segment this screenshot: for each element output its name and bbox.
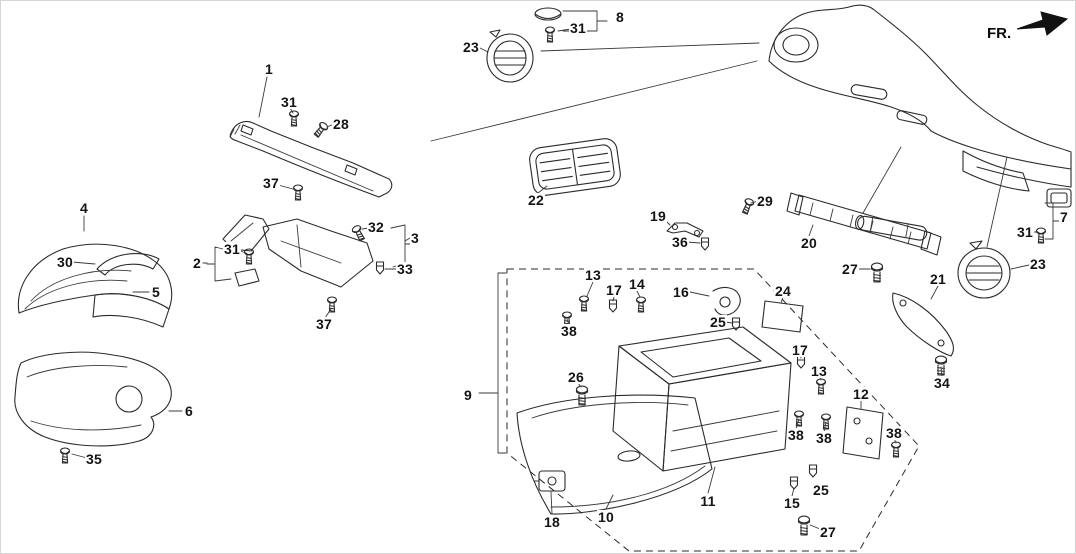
callout-29: 29 bbox=[756, 193, 774, 209]
callout-37: 37 bbox=[262, 175, 280, 191]
callout-12: 12 bbox=[852, 386, 870, 402]
callout-28: 28 bbox=[332, 116, 350, 132]
part-19-bracket bbox=[666, 197, 756, 251]
callout-32: 32 bbox=[367, 219, 385, 235]
fr-direction-arrow bbox=[1016, 11, 1069, 36]
part-30-column-trim bbox=[96, 253, 160, 276]
callout-6: 6 bbox=[184, 403, 194, 419]
callout-34: 34 bbox=[933, 375, 951, 391]
part-7-plate bbox=[1035, 188, 1072, 244]
callout-33: 33 bbox=[396, 261, 414, 277]
callout-13: 13 bbox=[810, 363, 828, 379]
callout-10: 10 bbox=[597, 509, 615, 525]
callout-38: 38 bbox=[885, 425, 903, 441]
part-18-latch bbox=[533, 470, 566, 492]
callout-5: 5 bbox=[151, 284, 161, 300]
callout-25: 25 bbox=[812, 482, 830, 498]
part-21-side-bracket bbox=[892, 292, 955, 376]
glove-box-right-fasteners bbox=[789, 355, 902, 536]
part-1-garnish-strip bbox=[229, 110, 393, 201]
callout-13: 13 bbox=[584, 267, 602, 283]
part-23-round-vent-right bbox=[957, 240, 1011, 299]
fr-direction-label: FR. bbox=[987, 25, 1012, 42]
callout-17: 17 bbox=[791, 342, 809, 358]
callout-31: 31 bbox=[223, 241, 241, 257]
part-2-clip-group bbox=[206, 246, 260, 287]
dashboard-sketch bbox=[768, 4, 1072, 192]
callout-4: 4 bbox=[79, 200, 89, 216]
callout-35: 35 bbox=[85, 451, 103, 467]
callout-38: 38 bbox=[787, 427, 805, 443]
callout-30: 30 bbox=[56, 254, 74, 270]
callout-15: 15 bbox=[783, 495, 801, 511]
callout-leader-lines bbox=[71, 28, 1038, 530]
part-22-center-vent bbox=[529, 138, 621, 196]
part-11-glove-box-housing bbox=[612, 326, 792, 472]
callout-19: 19 bbox=[649, 208, 667, 224]
part-12-bracket bbox=[842, 406, 884, 460]
callout-22: 22 bbox=[527, 192, 545, 208]
callout-25: 25 bbox=[709, 314, 727, 330]
callout-7: 7 bbox=[1059, 209, 1069, 225]
callout-18: 18 bbox=[543, 514, 561, 530]
callout-8: 8 bbox=[615, 9, 625, 25]
part-6-column-lower-cover bbox=[14, 351, 172, 464]
callout-23: 23 bbox=[462, 39, 480, 55]
callout-17: 17 bbox=[605, 282, 623, 298]
callout-31: 31 bbox=[569, 20, 587, 36]
part-23-round-vent-left bbox=[486, 29, 534, 83]
callout-36: 36 bbox=[671, 234, 689, 250]
part-16-striker bbox=[712, 286, 741, 316]
callout-11: 11 bbox=[699, 493, 717, 509]
part-24-pad bbox=[761, 300, 804, 333]
callout-1: 1 bbox=[264, 61, 274, 77]
dashboard-pointer-lines bbox=[430, 42, 1008, 248]
part-5-column-upper-cover bbox=[17, 215, 173, 328]
callout-31: 31 bbox=[1016, 224, 1034, 240]
callout-27: 27 bbox=[841, 261, 859, 277]
callout-37: 37 bbox=[315, 316, 333, 332]
glove-box-group-boundary bbox=[478, 268, 920, 552]
callout-21: 21 bbox=[929, 271, 947, 287]
part-10-glove-box-lid bbox=[516, 394, 713, 515]
callout-9: 9 bbox=[463, 387, 473, 403]
callout-20: 20 bbox=[800, 235, 818, 251]
glove-box-upper-fasteners bbox=[561, 295, 647, 406]
callout-38: 38 bbox=[560, 323, 578, 339]
callout-31: 31 bbox=[280, 94, 298, 110]
callout-24: 24 bbox=[774, 283, 792, 299]
part-20-dash-beam bbox=[786, 192, 942, 283]
callout-14: 14 bbox=[628, 276, 646, 292]
callout-16: 16 bbox=[672, 284, 690, 300]
callout-38: 38 bbox=[815, 430, 833, 446]
callout-23: 23 bbox=[1029, 256, 1047, 272]
callout-2: 2 bbox=[192, 255, 202, 271]
callout-27: 27 bbox=[819, 524, 837, 540]
callout-3: 3 bbox=[410, 230, 420, 246]
callout-26: 26 bbox=[567, 369, 585, 385]
